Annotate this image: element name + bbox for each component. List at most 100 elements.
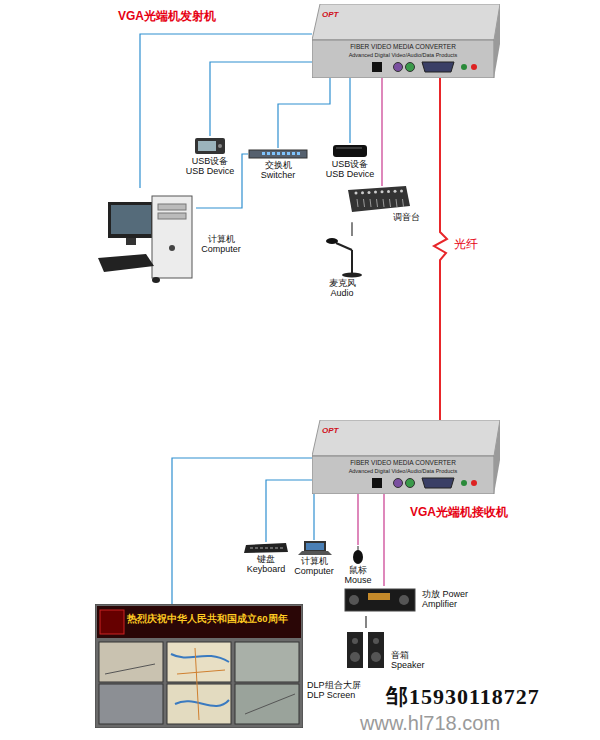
icon-part: [461, 480, 467, 486]
icon-part: [306, 543, 324, 550]
cable: [278, 78, 330, 148]
icon-part: [177, 648, 225, 720]
model-text: FIBER VIDEO MEDIA CONVERTER: [312, 459, 494, 466]
icon-part: [304, 541, 326, 551]
icon-part: [372, 62, 382, 72]
icon-part: [312, 456, 494, 494]
keyboard-icon: [242, 542, 290, 554]
usb-device-icon: [322, 143, 378, 159]
icon-part: [371, 652, 381, 662]
usb-device-icon: [184, 136, 236, 156]
icon-part: [345, 589, 415, 611]
icon-part: [297, 152, 300, 155]
icon-part: [381, 190, 384, 193]
slogan-text: Advanced Digital Video/Audio/Data Produc…: [312, 52, 494, 58]
icon-part: [99, 642, 163, 682]
icon-part: [158, 204, 186, 210]
speaker: 音箱 Speaker: [343, 628, 443, 673]
icon-part: [394, 190, 397, 193]
icon-part: [394, 63, 403, 72]
network-switch: 交换机 Switcher: [248, 148, 308, 181]
watermark: www.hl718.com: [360, 712, 500, 735]
icon-part: [250, 547, 253, 549]
icon-part: [287, 152, 290, 155]
brand-logo: OPT: [322, 426, 338, 435]
icon-part: [152, 196, 192, 278]
icon-part: [262, 152, 265, 155]
icon-part: [347, 632, 363, 668]
cable: [381, 78, 382, 186]
icon-part: [372, 478, 382, 488]
device-label: 功放 Power Amplifier: [422, 589, 492, 610]
icon-part: [370, 199, 371, 207]
cable: [383, 494, 384, 586]
cable: [365, 616, 366, 628]
microphone: 麦克风 Audio: [318, 236, 366, 299]
icon-part: [265, 547, 268, 549]
cable: [140, 34, 312, 188]
icon-part: [218, 144, 222, 148]
mixer: 调音台: [344, 186, 420, 222]
cable: [210, 62, 312, 136]
switch-icon: [248, 148, 308, 160]
icon-part: [260, 547, 263, 549]
icon-part: [387, 190, 390, 193]
device-label: DLP组合大屏 DLP Screen: [307, 680, 369, 701]
slogan-text: Advanced Digital Video/Audio/Data Produc…: [312, 468, 494, 474]
device-label: USB设备 USB Device: [322, 159, 378, 180]
icon-part: [364, 199, 365, 207]
icon-part: [357, 199, 358, 207]
laptop: 计算机 Computer: [292, 540, 336, 577]
icon-part: [280, 547, 283, 549]
icon-part: [99, 684, 163, 724]
mixer-icon: [344, 186, 410, 212]
icon-part: [390, 199, 391, 207]
dlp-screen: 热烈庆祝中华人民共和国成立60周年DLP组合大屏 DLP Screen: [95, 604, 303, 728]
device-label: 调音台: [344, 212, 420, 222]
icon-part: [126, 238, 136, 245]
power-amplifier: 功放 Power Amplifier: [344, 586, 494, 616]
icon-part: [198, 141, 216, 151]
icon-part: [377, 199, 378, 207]
converter-chassis: [312, 420, 500, 494]
icon-part: [312, 4, 500, 40]
icon-part: [461, 64, 467, 70]
device-label: 交换机 Switcher: [248, 160, 308, 181]
icon-part: [352, 638, 358, 644]
icon-part: [277, 152, 280, 155]
speaker-icon: [343, 630, 388, 672]
icon-part: [108, 202, 154, 238]
usb-device: USB设备 USB Device: [322, 143, 378, 180]
model-text: FIBER VIDEO MEDIA CONVERTER: [312, 43, 494, 50]
icon-part: [100, 610, 124, 634]
laptop-icon: [292, 540, 336, 556]
icon-part: [105, 664, 295, 714]
icon-part: [348, 186, 410, 212]
icon-part: [272, 152, 275, 155]
icon-part: [255, 547, 258, 549]
device-label: 计算机 Computer: [200, 234, 242, 255]
cable: [349, 78, 350, 143]
icon-part: [333, 145, 367, 157]
icon-part: [350, 652, 360, 662]
icon-part: [422, 478, 454, 488]
device-label: 麦克风 Audio: [318, 278, 366, 299]
icon-part: [298, 551, 332, 555]
icon-part: [158, 213, 186, 219]
icon-part: [368, 191, 371, 194]
icon-part: [494, 4, 500, 78]
icon-part: [336, 148, 362, 149]
icon-part: [406, 479, 415, 488]
icon-part: [355, 192, 358, 195]
icon-part: [167, 642, 231, 682]
icon-part: [312, 40, 494, 78]
icon-part: [383, 199, 384, 207]
fiber-link: [434, 78, 447, 420]
mouse: 鼠标 Mouse: [340, 545, 376, 586]
icon-part: [270, 547, 273, 549]
microphone-icon: [318, 236, 366, 278]
keyboard: 键盘 Keyboard: [242, 542, 290, 575]
cable: [357, 494, 358, 545]
icon-part: [406, 63, 415, 72]
